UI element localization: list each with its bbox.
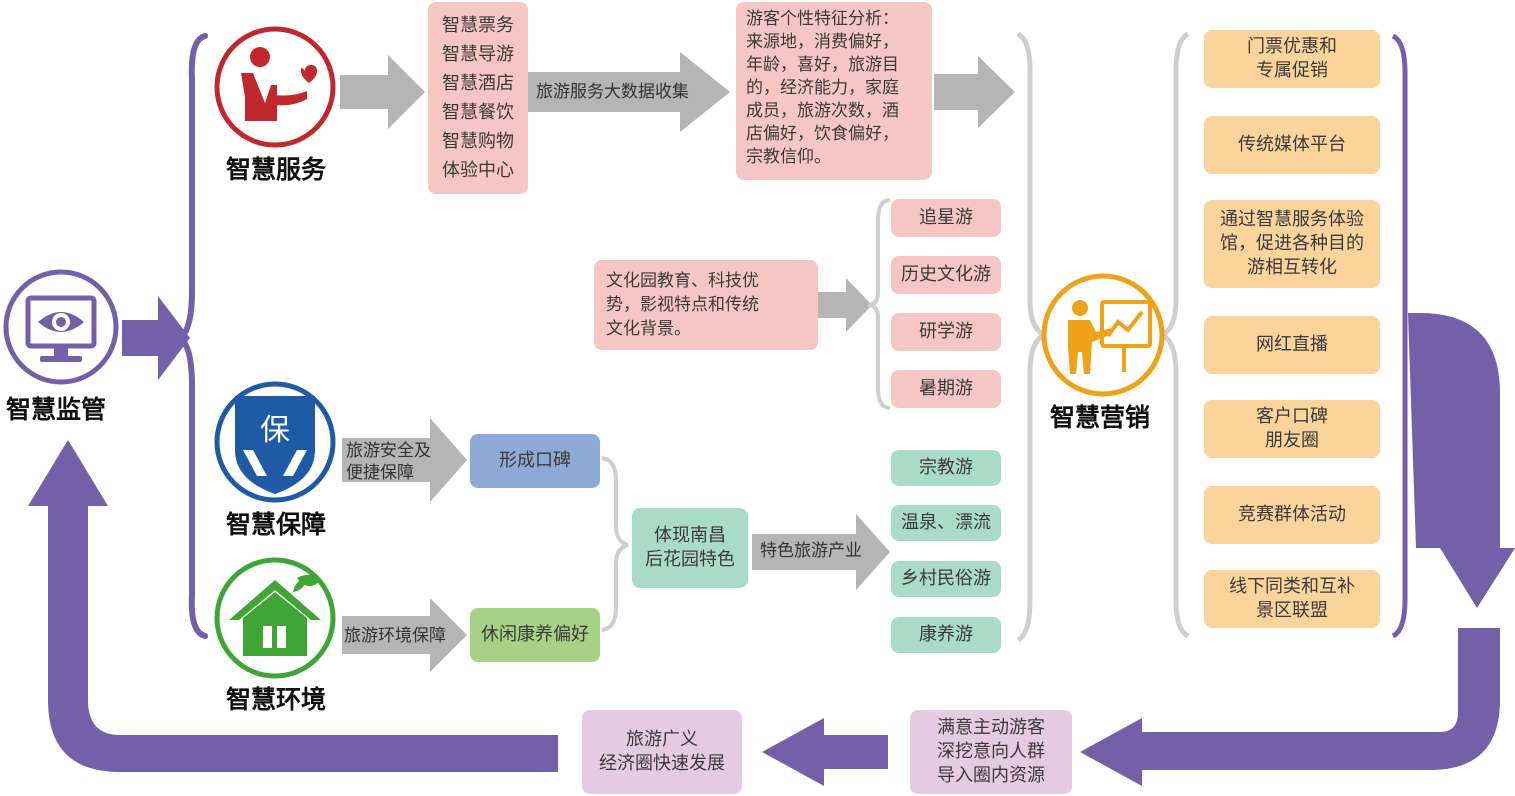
reputation-box: 形成口碑 [470, 434, 600, 488]
hands-protect-icon: 保 [214, 381, 336, 503]
channel-experience: 通过智慧服务体验 馆，促进各种目的 游相互转化 [1204, 200, 1380, 288]
person-heart-icon [214, 26, 336, 148]
tour-type-religion: 宗教游 [891, 450, 1001, 486]
marketing-label: 智慧营销 [1050, 403, 1151, 432]
supervision-node [2, 268, 120, 386]
arrow-safety [342, 418, 467, 502]
tour-type-summer: 暑期游 [891, 370, 1001, 408]
arrow-industry [752, 514, 890, 590]
tour-type-wellness: 康养游 [891, 617, 1001, 653]
loop-arrowhead-to-supervision [28, 440, 108, 506]
arrow-env [342, 598, 467, 672]
tour-type-star: 追星游 [891, 199, 1001, 237]
loop-right-arrowhead [1440, 548, 1515, 608]
channel-alliance: 线下同类和互补 景区联盟 [1204, 570, 1380, 628]
env-label: 旅游环境保障 [344, 626, 446, 646]
loop-left-band [48, 506, 558, 772]
tour-type-hotspring: 温泉、漂流 [891, 505, 1001, 541]
channel-word-of-mouth: 客户口碑 朋友圈 [1204, 400, 1380, 458]
loop-arrowhead-to-satisfied [1080, 718, 1142, 786]
tour-type-village: 乡村民俗游 [891, 561, 1001, 597]
culture-box: 文化园教育、科技优 势，影视特点和传统 文化背景。 [594, 260, 818, 350]
environment-label: 智慧环境 [226, 685, 327, 714]
nanchang-box: 体现南昌 后花园特色 [632, 508, 748, 588]
house-leaf-icon [214, 557, 336, 679]
service-item: 智慧票务 [442, 15, 514, 36]
satisfied-box: 满意主动游客 深挖意向人群 导入圈内资源 [910, 710, 1072, 794]
smart-service-list: 智慧票务 智慧导游 智慧酒店 智慧餐饮 智慧购物 体验中心 [428, 2, 528, 194]
loop-right-band [1408, 313, 1500, 548]
supervision-label: 智慧监管 [6, 395, 107, 424]
brace-channels-right [1391, 33, 1408, 639]
arrow-service-to-list [340, 55, 425, 129]
service-node [213, 25, 337, 149]
big-data-label: 旅游服务大数据收集 [536, 82, 689, 102]
supervision-arrow-head [158, 296, 190, 380]
safety-label: 旅游安全及 便捷保障 [346, 441, 431, 483]
guarantee-label: 智慧保障 [226, 510, 327, 539]
channel-media: 传统媒体平台 [1204, 116, 1380, 174]
monitor-eye-icon [3, 269, 119, 385]
arrow-culture-to-types [818, 278, 872, 332]
channel-competition: 竞赛群体活动 [1204, 486, 1380, 544]
channel-livestream: 网红直播 [1204, 316, 1380, 374]
service-item: 智慧购物 [442, 131, 514, 152]
feature-industry-label: 特色旅游产业 [760, 541, 862, 561]
tour-type-study: 研学游 [891, 313, 1001, 351]
left-brace [174, 33, 208, 639]
tour-type-history: 历史文化游 [891, 256, 1001, 294]
service-item: 体验中心 [442, 160, 514, 181]
loop-mid-band [822, 735, 888, 769]
guarantee-node: 保 [213, 380, 337, 504]
brace-reputation [601, 456, 629, 632]
supervision-arrow-body [122, 320, 160, 356]
channel-ticket: 门票优惠和 专属促销 [1204, 30, 1380, 88]
leisure-box: 休闲康养偏好 [470, 608, 600, 662]
arrow-bigdata [528, 52, 730, 132]
presenter-chart-icon [1041, 273, 1165, 397]
environment-node [213, 556, 337, 680]
marketing-node [1040, 272, 1166, 398]
brace-tour-types-top [867, 198, 891, 410]
loop-bottom-right-band [1140, 628, 1500, 770]
arrow-analysis-to-brace [934, 56, 1015, 128]
service-item: 智慧餐饮 [442, 102, 514, 123]
tourist-analysis-box: 游客个性特征分析： 来源地，消费偏好， 年龄，喜好，旅游目 的，经济能力，家庭 … [736, 2, 932, 180]
service-label: 智慧服务 [226, 155, 327, 184]
loop-arrowhead-to-economy [762, 718, 824, 786]
service-item: 智慧酒店 [442, 73, 514, 94]
svg-text:保: 保 [260, 413, 290, 448]
service-item: 智慧导游 [442, 44, 514, 65]
economy-box: 旅游广义 经济圈快速发展 [582, 710, 742, 794]
